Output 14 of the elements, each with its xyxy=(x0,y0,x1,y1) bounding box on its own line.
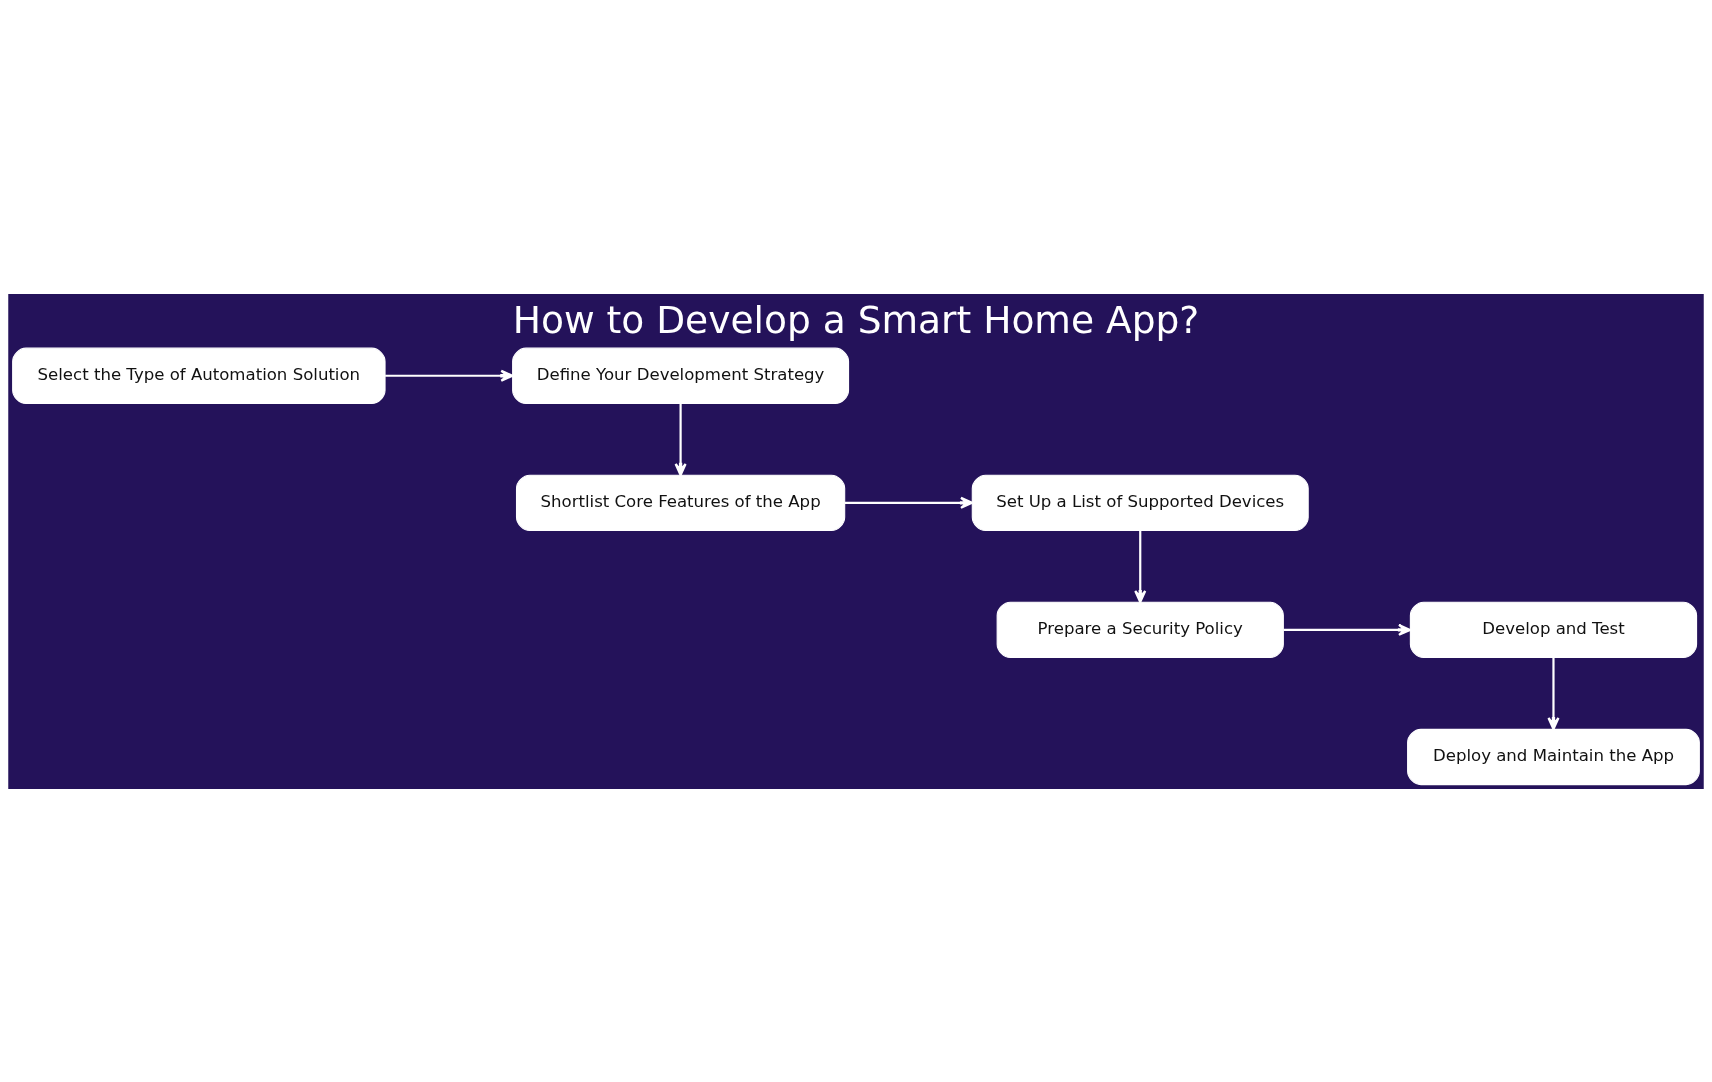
node-box: Develop and Test xyxy=(1409,601,1698,658)
node-box: Shortlist Core Features of the App xyxy=(515,474,846,531)
arrow xyxy=(844,496,974,509)
node-box: Prepare a Security Policy xyxy=(996,601,1284,658)
arrow xyxy=(1283,623,1412,636)
node-box: Select the Type of Automation Solution xyxy=(12,347,386,404)
arrow xyxy=(674,403,687,476)
arrow xyxy=(1547,657,1560,730)
arrow xyxy=(1134,530,1147,603)
node-box: Deploy and Maintain the App xyxy=(1407,728,1700,785)
diagram-title: How to Develop a Smart Home App? xyxy=(512,297,1200,342)
node-box: Set Up a List of Supported Devices xyxy=(971,474,1309,531)
node-box: Define Your Development Strategy xyxy=(512,347,850,404)
arrow xyxy=(385,369,514,382)
